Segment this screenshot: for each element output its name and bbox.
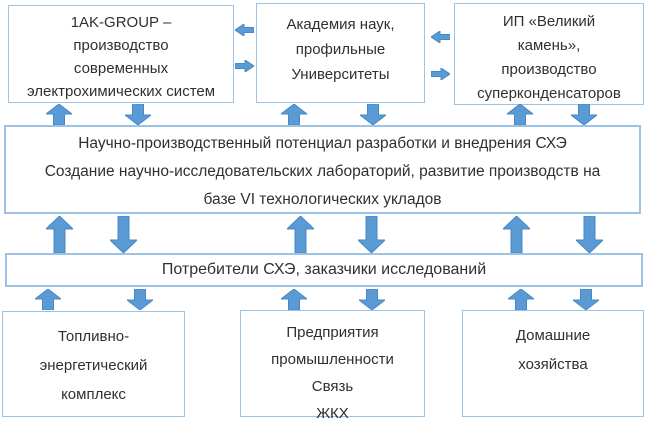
down-arrow-icon (358, 216, 385, 253)
box-line: Научно-производственный потенциал разраб… (78, 135, 567, 152)
up-arrow-icon (508, 289, 534, 310)
up-arrow-icon (287, 216, 314, 253)
box-line: хозяйства (518, 356, 588, 373)
right-arrow-icon (235, 60, 254, 72)
box-line: Связь (311, 378, 354, 395)
consumer-box-industry: Предприятия промышленности Связь ЖКХ (240, 310, 425, 421)
box-line: производство (73, 37, 169, 54)
partner-box-velikiy-kamen: ИП «Великий камень», производство суперк… (454, 3, 644, 105)
box-line: профильные (295, 41, 386, 58)
consumer-box-fuel-energy: Топливно- энергетический комплекс (2, 311, 185, 417)
box-line: комплекс (61, 386, 126, 403)
down-arrow-icon (360, 104, 386, 125)
up-arrow-icon (46, 104, 72, 125)
up-arrow-icon (503, 216, 530, 253)
box-line: Потребители СХЭ, заказчики исследований (161, 261, 487, 278)
box-line: базе VI технологических укладов (203, 191, 442, 208)
box-line: Академия наук, (286, 16, 395, 33)
right-arrow-icon (431, 68, 450, 80)
box-line: ИП «Великий (502, 13, 596, 30)
box-line: Создание научно-исследовательских лабора… (44, 163, 601, 180)
down-arrow-icon (573, 289, 599, 310)
down-arrow-icon (125, 104, 151, 125)
box-line: производство (501, 61, 597, 78)
potential-box: Научно-производственный потенциал разраб… (4, 125, 641, 214)
down-arrow-icon (110, 216, 137, 253)
box-line: энергетический (39, 357, 148, 374)
box-line: суперконденсаторов (477, 85, 621, 102)
box-line: ЖКХ (316, 405, 349, 421)
box-line: 1AK-GROUP – (70, 14, 172, 31)
box-line: Университеты (291, 66, 390, 83)
box-line: Домашние (515, 327, 591, 344)
up-arrow-icon (46, 216, 73, 253)
box-line: электрохимических систем (26, 83, 216, 100)
box-line: современных (73, 60, 169, 77)
partner-box-1ak-group: 1AK-GROUP – производство современных эле… (8, 5, 234, 103)
up-arrow-icon (35, 289, 61, 310)
box-line: камень», (517, 37, 581, 54)
left-arrow-icon (235, 24, 254, 36)
partner-box-academy: Академия наук, профильные Университеты (256, 3, 425, 103)
consumers-box: Потребители СХЭ, заказчики исследований (5, 253, 643, 287)
consumer-box-households: Домашние хозяйства (462, 310, 644, 417)
up-arrow-icon (507, 104, 533, 125)
up-arrow-icon (281, 289, 307, 310)
box-line: промышленности (271, 351, 394, 368)
box-line: Топливно- (57, 328, 130, 345)
up-arrow-icon (281, 104, 307, 125)
down-arrow-icon (571, 104, 597, 125)
down-arrow-icon (359, 289, 385, 310)
down-arrow-icon (576, 216, 603, 253)
left-arrow-icon (431, 31, 450, 43)
box-line: Предприятия (286, 324, 379, 341)
down-arrow-icon (127, 289, 153, 310)
